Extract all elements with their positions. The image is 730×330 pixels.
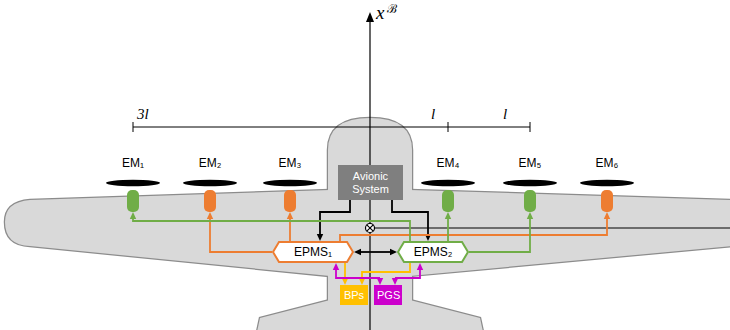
axis-label: x — [376, 2, 384, 24]
generator-box: PGS — [374, 285, 402, 305]
axis-frame-superscript: ℬ — [387, 0, 397, 17]
connector — [392, 263, 423, 285]
connector-line — [336, 270, 380, 278]
motor-label: EM₃ — [279, 156, 302, 170]
connector — [130, 212, 410, 241]
connector-line — [447, 219, 449, 241]
motor-label: EM₅ — [519, 156, 542, 170]
motor-unit: EM₆ — [585, 153, 629, 212]
arrowhead — [445, 212, 451, 219]
connector — [445, 212, 451, 241]
motor-unit: EM₂ — [188, 153, 232, 212]
connector-line — [362, 263, 410, 278]
aircraft-body — [5, 118, 730, 330]
dimension-label: 3l — [137, 106, 149, 123]
connector-line — [289, 219, 291, 241]
arrowhead — [377, 278, 383, 285]
connector-line — [340, 219, 607, 241]
arrowhead — [333, 263, 339, 270]
dimension-label: l — [431, 106, 435, 123]
connector-line — [361, 251, 390, 253]
dimension-line — [133, 122, 530, 132]
arrowhead — [207, 212, 213, 219]
arrowhead — [390, 249, 397, 255]
motor-unit: EM₃ — [268, 153, 312, 212]
motor-body — [204, 190, 216, 212]
connector — [354, 249, 397, 255]
connector — [342, 263, 348, 285]
epms-hexagon: EPMS₁ — [272, 241, 354, 263]
connector — [359, 263, 410, 285]
box-label: PGS — [377, 289, 399, 302]
connector-line — [133, 219, 410, 241]
epms-hexagon: EPMS₂ — [397, 241, 469, 263]
motor-body — [601, 190, 613, 212]
connector — [469, 212, 533, 252]
arrowhead — [359, 278, 365, 285]
connector — [333, 263, 383, 285]
avionic-box: Avionic System — [338, 165, 403, 200]
connector-line — [344, 263, 346, 278]
box-label: BPs — [344, 289, 364, 302]
arrowhead — [317, 234, 323, 241]
motor-body — [524, 190, 536, 212]
aircraft-outline — [5, 118, 730, 330]
arrowhead — [527, 212, 533, 219]
epms-label: EPMS₁ — [294, 245, 332, 259]
body-axes — [366, 12, 730, 330]
motor-unit: EM₄ — [426, 153, 470, 212]
box-label: Avionic System — [341, 170, 400, 195]
epms-label: EPMS₂ — [414, 245, 453, 259]
arrowhead — [130, 212, 136, 219]
motor-body — [284, 190, 296, 212]
motor-unit: EM₅ — [508, 153, 552, 212]
connector-line — [395, 270, 420, 278]
motor-unit: EM₁ — [111, 153, 155, 212]
motor-label: EM₂ — [199, 156, 222, 170]
connector-line — [469, 219, 530, 252]
motor-label: EM₁ — [122, 156, 144, 170]
connector — [287, 212, 293, 241]
motor-body — [442, 190, 454, 212]
battery-box: BPs — [340, 285, 368, 305]
motor-label: EM₄ — [437, 156, 460, 170]
motor-label: EM₆ — [596, 156, 619, 170]
connector — [207, 212, 272, 252]
arrowhead — [354, 249, 361, 255]
dimension-label: l — [503, 106, 507, 123]
arrowhead — [392, 278, 398, 285]
arrowhead — [342, 278, 348, 285]
arrowhead — [604, 212, 610, 219]
connector-line — [320, 200, 350, 234]
connector — [340, 212, 610, 241]
connector-line — [210, 219, 272, 252]
arrowhead — [287, 212, 293, 219]
motor-body — [127, 190, 139, 212]
arrowhead — [417, 263, 423, 270]
